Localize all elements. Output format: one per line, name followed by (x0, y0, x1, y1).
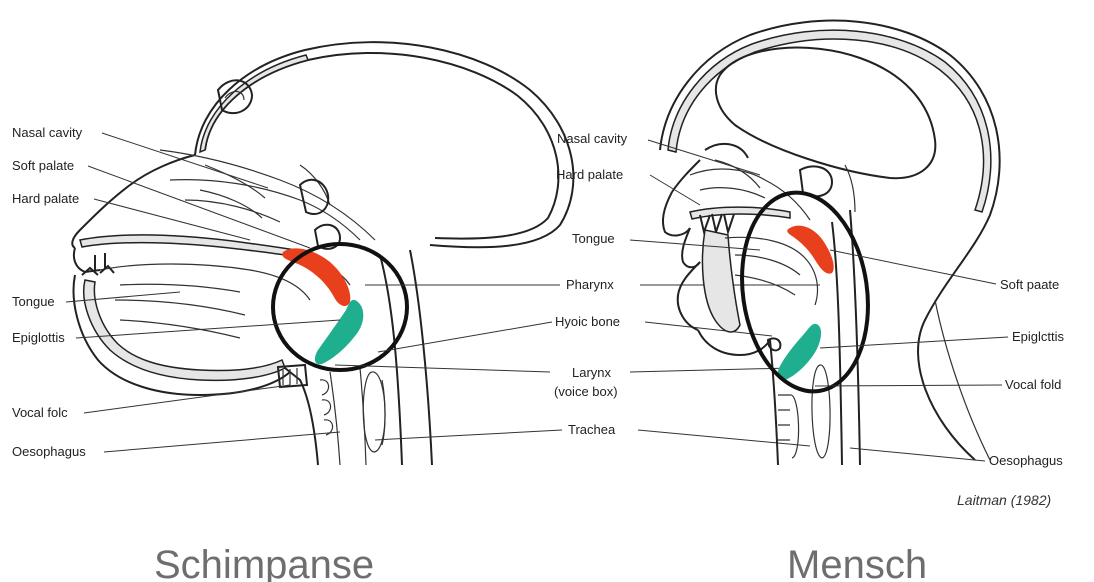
label-larynx: Larynx (572, 365, 612, 380)
human-label-oesophagus: Oesophagus (989, 453, 1063, 468)
human-head-drawing (660, 21, 1000, 465)
label-trachea: Trachea (568, 422, 616, 437)
citation: Laitman (1982) (957, 492, 1051, 508)
label-hyoid-bone: Hyoic bone (555, 314, 620, 329)
chimp-labels: Nasal cavity Soft palate Hard palate Ton… (12, 125, 86, 459)
human-caption: Mensch (787, 543, 927, 582)
chimp-leader-lines (66, 133, 340, 452)
human-label-tongue: Tongue (572, 231, 615, 246)
chimp-label-nasal-cavity: Nasal cavity (12, 125, 83, 140)
chimp-label-tongue: Tongue (12, 294, 55, 309)
human-leader-lines (630, 140, 1008, 461)
chimp-label-oesophagus: Oesophagus (12, 444, 86, 459)
human-label-hard-palate: Hard palate (556, 167, 623, 182)
chimp-head-drawing (72, 42, 573, 465)
chimp-label-vocal-fold: Vocal folc (12, 405, 68, 420)
center-labels: Pharynx Hyoic bone Larynx (voice box) Tr… (554, 277, 620, 437)
label-pharynx: Pharynx (566, 277, 614, 292)
human-epiglottis-highlight (778, 324, 821, 381)
chimp-caption: Schimpanse (154, 543, 374, 582)
human-label-soft-palate: Soft paate (1000, 277, 1059, 292)
human-label-nasal-cavity: Nasal cavity (557, 131, 628, 146)
label-voice-box: (voice box) (554, 384, 618, 399)
human-label-epiglottis: Epiglcttis (1012, 329, 1065, 344)
human-label-vocal-fold: Vocal fold (1005, 377, 1061, 392)
chimp-epiglottis-highlight (315, 300, 363, 364)
chimp-label-epiglottis: Epiglottis (12, 330, 65, 345)
chimp-soft-palate-highlight (282, 248, 350, 306)
chimp-label-hard-palate: Hard palate (12, 191, 79, 206)
chimp-label-soft-palate: Soft palate (12, 158, 74, 173)
